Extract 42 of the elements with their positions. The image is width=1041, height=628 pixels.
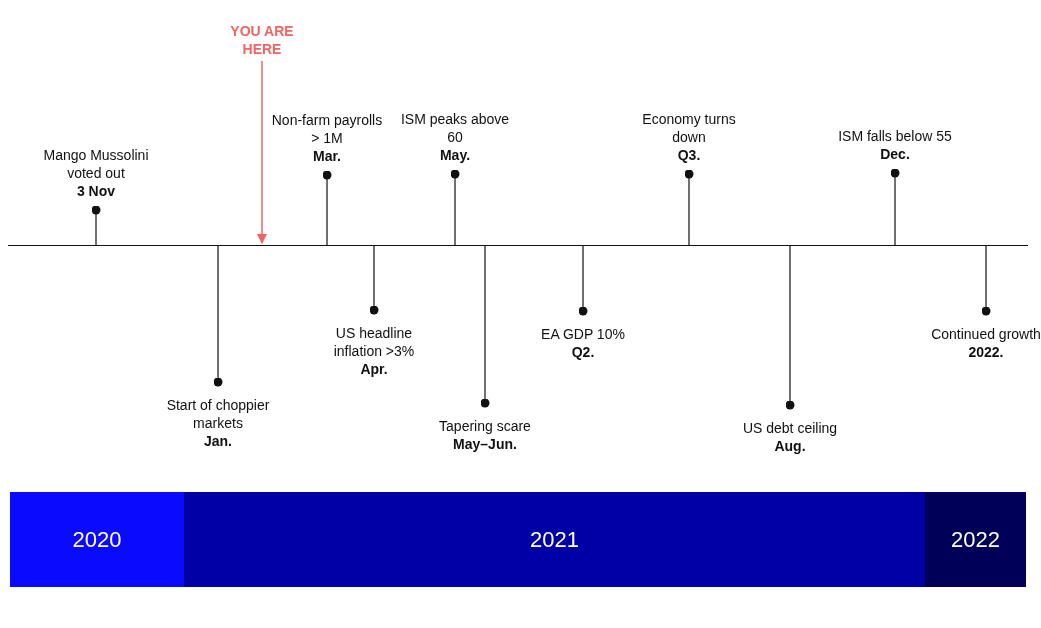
event-description: US debt ceiling (741, 419, 839, 437)
event-date: Aug. (773, 437, 807, 455)
event-date: 2022. (967, 343, 1005, 361)
pin-marker (91, 205, 101, 247)
year-band (10, 492, 184, 587)
event-description: Non-farm payrolls > 1M (270, 111, 384, 147)
event-date: 3 Nov (75, 182, 117, 200)
timeline-axis (8, 245, 1028, 247)
event-description: Mango Mussolini voted out (42, 146, 150, 182)
event-description: Tapering scare (438, 417, 532, 435)
event-date: May–Jun. (452, 435, 518, 453)
pin-marker (213, 245, 223, 387)
event-date: Mar. (312, 147, 342, 165)
arrow (256, 60, 268, 245)
pin-marker (684, 169, 694, 247)
marker-label: YOU ARE HERE (229, 22, 295, 58)
year-band (925, 492, 1026, 587)
event-description: US headline inflation >3% (332, 324, 416, 360)
event-date: Q2. (570, 343, 596, 361)
pin-marker (369, 245, 379, 315)
pin-marker (450, 169, 460, 247)
year-label: 2022 (951, 526, 1000, 553)
pin-marker (322, 170, 332, 247)
event-description: Start of choppier markets (165, 396, 271, 432)
pin-marker (785, 245, 795, 410)
event-description: ISM peaks above 60 (399, 110, 511, 146)
event-date: Dec. (879, 145, 911, 163)
event-date: Apr. (359, 360, 389, 378)
event-description: Continued growth (930, 325, 1041, 343)
event-description: Economy turns down (641, 110, 737, 146)
year-label: 2020 (72, 526, 122, 553)
pin-marker (578, 245, 588, 316)
pin-marker (981, 245, 991, 316)
year-band (184, 492, 925, 587)
event-date: Q3. (676, 146, 702, 164)
event-date: Jan. (203, 432, 233, 450)
pin-marker (480, 245, 490, 408)
year-label: 2021 (530, 526, 579, 553)
pin-marker (890, 168, 900, 247)
event-description: ISM falls below 55 (837, 127, 953, 145)
event-description: EA GDP 10% (540, 325, 626, 343)
event-date: May. (438, 146, 472, 164)
